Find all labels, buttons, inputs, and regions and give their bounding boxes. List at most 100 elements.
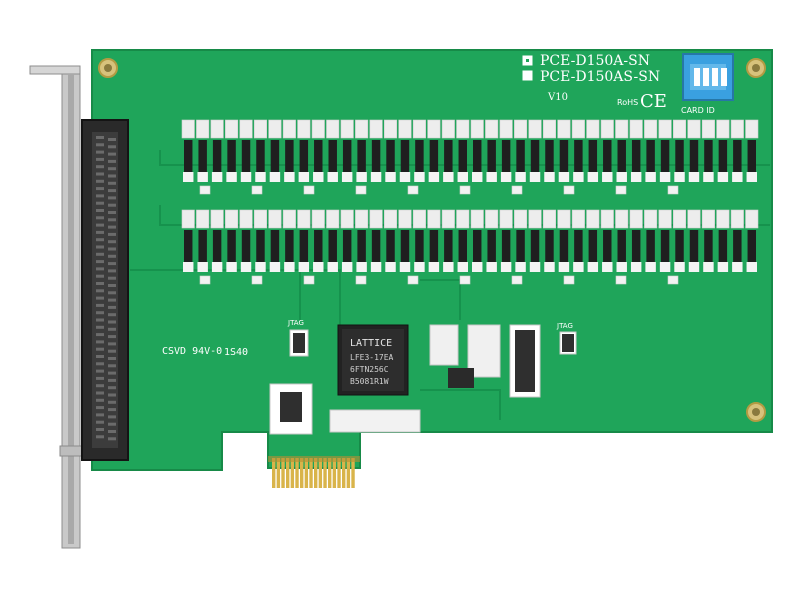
gold-finger <box>314 458 318 488</box>
relay-body <box>184 230 193 262</box>
gold-finger <box>351 458 355 488</box>
relay-body <box>559 230 569 262</box>
gold-finger <box>323 458 327 488</box>
relay-top <box>586 119 600 139</box>
relay-bottom <box>226 172 237 182</box>
connector-pin <box>96 143 104 147</box>
relay-bottom <box>717 172 729 182</box>
relay-top <box>571 119 585 139</box>
connector-pin <box>108 430 116 433</box>
connector-pin <box>96 223 104 227</box>
relay-bottom <box>616 262 627 272</box>
relay-bottom <box>544 262 555 272</box>
connector-pin <box>108 320 116 324</box>
connector-pin <box>108 437 116 441</box>
connector-pin <box>108 422 116 426</box>
relay-bottom <box>573 172 584 182</box>
relay-top <box>355 119 369 139</box>
mounting-holes <box>98 58 766 422</box>
relay-top <box>470 209 484 229</box>
model-marker-empty <box>522 70 533 81</box>
connector-pin <box>108 196 116 200</box>
gold-finger <box>346 458 351 488</box>
relay-body <box>545 230 554 262</box>
relay-top <box>701 209 715 229</box>
connector-pin <box>96 209 104 212</box>
relay-bottom <box>573 262 584 272</box>
connector-pin <box>108 203 116 207</box>
relay-body <box>357 140 366 172</box>
connector-pin <box>96 252 104 256</box>
relay-top <box>412 209 426 229</box>
connector-pin <box>108 305 116 309</box>
jtag-label-left: JTAG <box>287 319 304 327</box>
relay-bottom <box>370 172 382 182</box>
relay-bottom <box>399 262 411 272</box>
connector-pin <box>108 167 116 171</box>
gold-finger <box>300 458 304 488</box>
connector-pin <box>108 327 116 331</box>
connector-pin <box>96 179 104 183</box>
relay-body <box>386 140 395 172</box>
relay-top <box>210 119 224 139</box>
relay-top <box>311 209 325 229</box>
relay-bottom <box>630 262 642 272</box>
connector-pin <box>108 211 116 214</box>
relay-bottom <box>356 172 367 182</box>
relay-bottom <box>472 172 483 182</box>
relay-body <box>718 140 728 172</box>
relay-bottom <box>703 262 714 272</box>
relay-top <box>181 209 195 229</box>
connector-pin <box>96 347 104 351</box>
connector-pin <box>96 230 104 234</box>
relay-top <box>441 209 455 229</box>
connector-pin <box>108 298 116 302</box>
relay-bottom <box>529 172 541 182</box>
relay-body <box>270 140 280 172</box>
smd-pad <box>459 275 471 285</box>
relay-top <box>196 209 210 229</box>
relay-top <box>253 209 267 229</box>
relay-top <box>369 119 383 139</box>
relay-top <box>427 119 441 139</box>
relay-bottom <box>414 262 425 272</box>
connector-pin <box>96 398 104 402</box>
relay-body <box>545 140 554 172</box>
relay-body <box>574 230 583 262</box>
jtag-label-right: JTAG <box>556 322 573 330</box>
relay-top <box>456 119 470 139</box>
relay-top <box>383 209 398 229</box>
relay-body <box>314 140 323 172</box>
relay-body <box>603 230 612 262</box>
connector-pin <box>108 335 116 339</box>
relay-body <box>501 230 511 262</box>
connector-pin <box>96 303 104 307</box>
relay-bottom <box>370 262 382 272</box>
connector-pin <box>96 355 104 358</box>
fpga-chip: LATTICE LFE3-17EA 6FTN256C B5081R1W <box>337 324 409 396</box>
relay-banks <box>181 119 759 285</box>
relay-bottom <box>341 172 353 182</box>
relay-top <box>383 119 398 139</box>
relay-bottom <box>674 172 685 182</box>
relay-body <box>429 140 439 172</box>
relay-bottom <box>240 172 252 182</box>
connector-pin <box>96 391 104 395</box>
smd-pad <box>355 185 367 195</box>
relay-bottom <box>515 262 526 272</box>
smd-pad <box>511 185 523 195</box>
relay-body <box>631 230 641 262</box>
relay-top <box>470 119 484 139</box>
relay-body <box>747 230 756 262</box>
relay-bottom <box>211 172 223 182</box>
relay-top <box>629 209 643 229</box>
connector-pin <box>108 357 116 360</box>
version-label: V10 <box>547 92 568 103</box>
relay-bottom <box>385 172 396 182</box>
connector-pin <box>96 435 104 439</box>
connector-pin <box>96 362 104 366</box>
relay-bottom <box>486 172 497 182</box>
connector-pin <box>96 238 104 242</box>
connector-pin <box>108 262 116 266</box>
relay-body <box>198 140 207 172</box>
